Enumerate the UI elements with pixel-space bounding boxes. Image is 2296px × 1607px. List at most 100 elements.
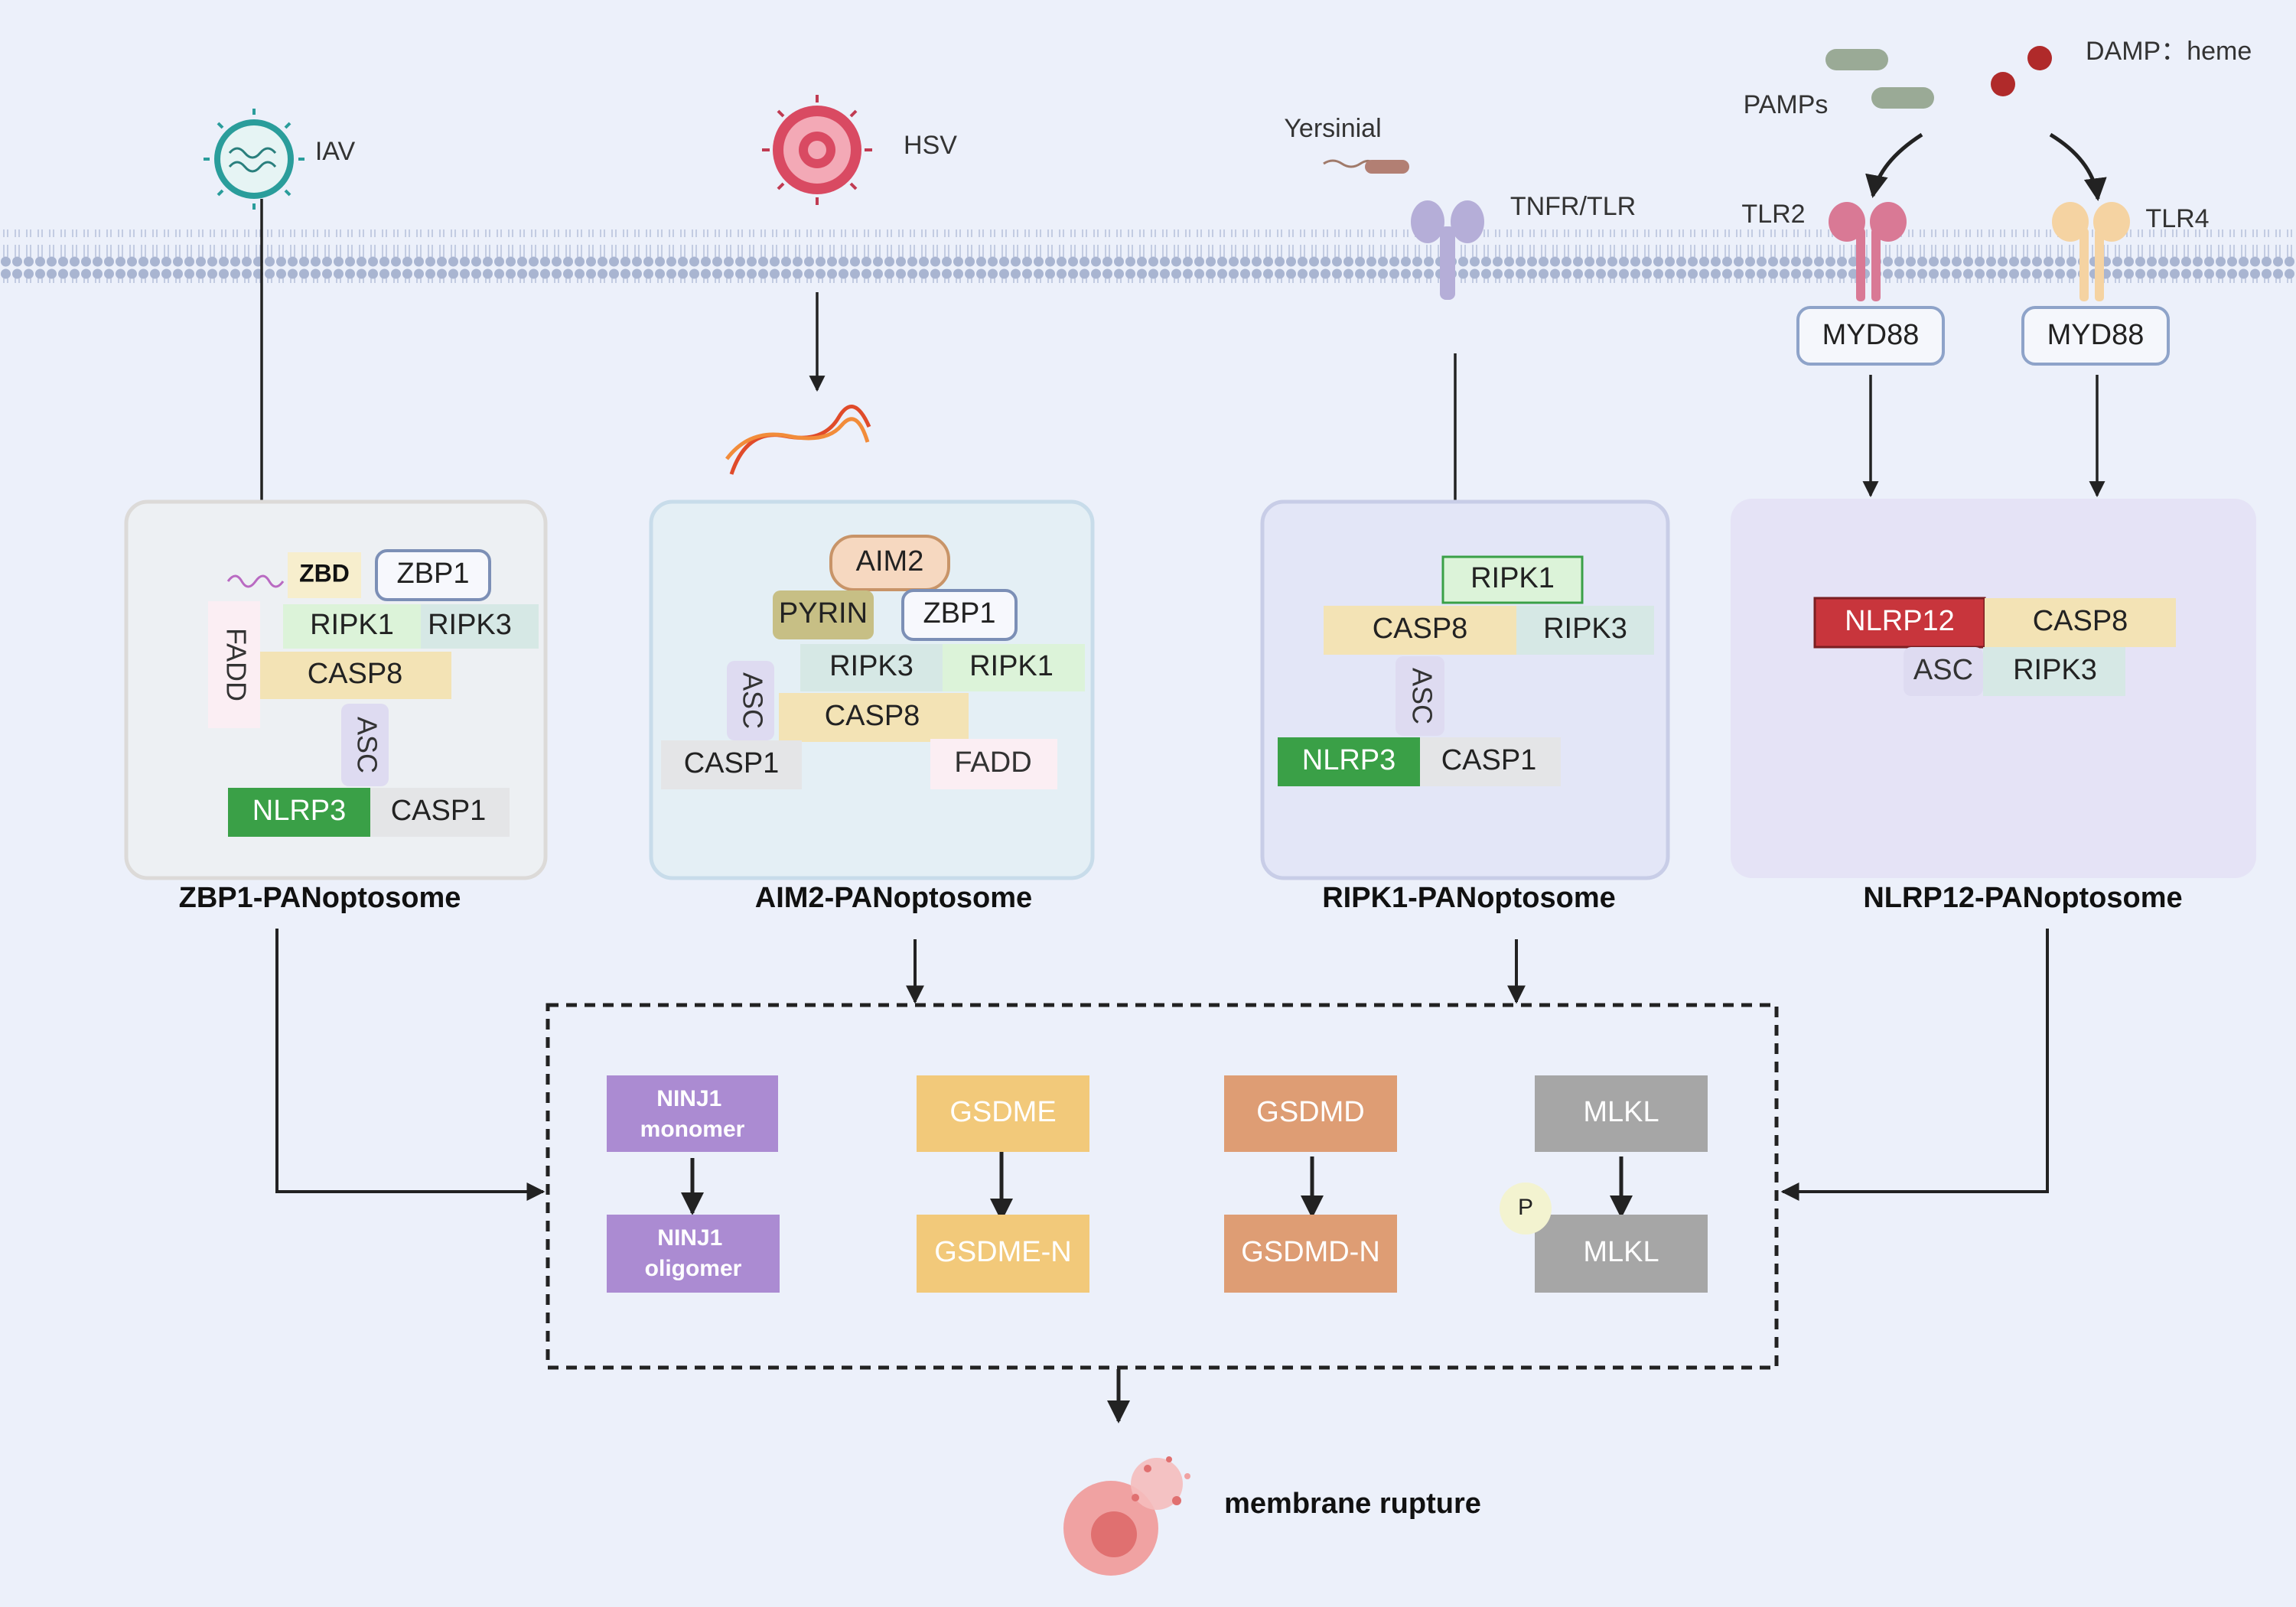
ripk3-label: RIPK3 <box>428 609 512 641</box>
nlrp12-panoptosome-title: NLRP12-PANoptosome <box>1863 882 2182 914</box>
myd88-label-2: MYD88 <box>2047 319 2145 351</box>
myd88-box-1 <box>1796 306 1945 366</box>
ripk1-block <box>283 604 421 649</box>
r-casp8-label: CASP8 <box>1373 613 1468 645</box>
aim2-zbp1-label: ZBP1 <box>923 597 995 629</box>
nlrp3-block <box>228 788 370 837</box>
n-asc-block <box>1904 647 1983 696</box>
aim2-ripk1-block <box>943 644 1085 691</box>
tlr2-label: TLR2 <box>1741 200 1805 229</box>
mlkl-label: MLKL <box>1583 1096 1659 1128</box>
n-ripk3-block <box>1983 647 2125 696</box>
arrow-heme-tlr4 <box>2049 132 2107 201</box>
gsdme-n-block <box>917 1215 1089 1293</box>
aim2-asc-block <box>727 661 774 740</box>
n-asc-label: ASC <box>1913 654 1973 686</box>
ninj1-monomer-line2: monomer <box>640 1117 745 1142</box>
ripk3-block <box>421 604 539 649</box>
ninj1-monomer-block <box>607 1075 778 1152</box>
aim2-fadd-block <box>930 739 1057 789</box>
damp-line-1: DAMP：heme <box>2086 37 2252 66</box>
tlr2-receptor-icon <box>1829 202 1907 301</box>
execution-box <box>546 1003 1779 1370</box>
z-rna-icon <box>226 574 285 588</box>
ninj1-oligomer-line1: NINJ1 <box>657 1225 722 1251</box>
gsdme-label: GSDME <box>949 1096 1056 1128</box>
ninj1-oligomer-block <box>607 1215 780 1293</box>
r-casp8-block <box>1324 606 1516 655</box>
aim2-asc-label: ASC <box>737 672 768 729</box>
gsdme-block <box>917 1075 1089 1152</box>
n-casp8-label: CASP8 <box>2033 605 2128 637</box>
aim2-panoptosome-title: AIM2-PANoptosome <box>755 882 1032 914</box>
aim2-ripk3-block <box>800 644 943 691</box>
aim2-fadd-label: FADD <box>954 747 1031 779</box>
nlrp12-block <box>1813 597 1986 649</box>
aim2-ripk1-label: RIPK1 <box>969 650 1054 682</box>
r-ripk3-block <box>1516 606 1654 655</box>
zbd-block <box>288 552 361 598</box>
fadd-label: FADD <box>220 628 252 701</box>
r-nlrp3-label: NLRP3 <box>1302 744 1396 776</box>
zbd-label: ZBD <box>299 559 350 587</box>
yersinia-bacterium-icon <box>1323 159 1409 174</box>
gsdmd-block <box>1224 1075 1397 1152</box>
yersinia-label: Yersinial <box>1284 114 1381 143</box>
ninj1-monomer-line1: NINJ1 <box>656 1086 721 1111</box>
pyrin-block <box>773 590 874 639</box>
iav-label: IAV <box>315 137 356 166</box>
hsv-label: HSV <box>904 131 957 160</box>
zbp1-panoptosome-title: ZBP1-PANoptosome <box>179 882 461 914</box>
zbp1-label: ZBP1 <box>396 558 469 590</box>
casp1-block <box>370 788 510 837</box>
gsdmd-n-block <box>1224 1215 1397 1293</box>
asc-label: ASC <box>351 717 383 773</box>
ripk1-label: RIPK1 <box>310 609 394 641</box>
pyrin-label: PYRIN <box>779 597 868 629</box>
r-nlrp3-block <box>1278 737 1420 786</box>
tlr4-receptor-icon <box>2052 202 2130 301</box>
membrane-rupture-label: membrane rupture <box>1224 1488 1481 1520</box>
casp8-block <box>260 652 451 699</box>
gsdmd-n-label: GSDMD-N <box>1241 1236 1380 1268</box>
r-casp1-label: CASP1 <box>1441 744 1537 776</box>
ruptured-cell-icon <box>1063 1456 1190 1576</box>
pamps-icon <box>1825 49 1934 109</box>
r-asc-label: ASC <box>1406 668 1438 724</box>
n-ripk3-label: RIPK3 <box>2013 654 2097 686</box>
r-ripk3-label: RIPK3 <box>1543 613 1627 645</box>
ninj1-oligomer-line2: oligomer <box>645 1256 742 1281</box>
aim2-casp1-label: CASP1 <box>684 747 780 779</box>
aim2-casp8-block <box>779 693 969 742</box>
myd88-box-2 <box>2021 306 2170 366</box>
fadd-block <box>208 601 260 728</box>
dna-icon <box>725 405 871 475</box>
arrow-pamps-tlr2 <box>1865 132 1923 198</box>
r-ripk1-block <box>1441 555 1584 604</box>
damp-label: DAMP：heme <box>2086 37 2252 66</box>
zbp1-block <box>375 549 491 601</box>
hsv-virus-icon <box>762 95 872 205</box>
phospho-badge <box>1500 1182 1552 1235</box>
iav-virus-icon <box>204 109 305 210</box>
ninj1-oligomer-label: NINJ1 oligomer <box>645 1225 742 1281</box>
nlrp3-label: NLRP3 <box>252 795 347 827</box>
gsdmd-label: GSDMD <box>1256 1096 1364 1128</box>
aim2-casp1-block <box>661 740 802 789</box>
aim2-casp8-label: CASP8 <box>825 700 920 732</box>
ninj1-monomer-label: NINJ1 monomer <box>640 1086 745 1142</box>
asc-block <box>341 704 389 786</box>
ripk1-panoptosome-title: RIPK1-PANoptosome <box>1322 882 1616 914</box>
aim2-block <box>829 535 950 591</box>
phospho-label: P <box>1518 1195 1533 1220</box>
tlr4-label: TLR4 <box>2145 204 2209 233</box>
gsdme-n-label: GSDME-N <box>934 1236 1071 1268</box>
tnfr-receptor-icon <box>1411 200 1484 300</box>
aim2-label: AIM2 <box>856 545 924 577</box>
r-casp1-block <box>1420 737 1561 786</box>
casp8-label: CASP8 <box>308 658 403 690</box>
pamps-label: PAMPs <box>1744 90 1829 119</box>
cell-membrane <box>0 229 2296 283</box>
